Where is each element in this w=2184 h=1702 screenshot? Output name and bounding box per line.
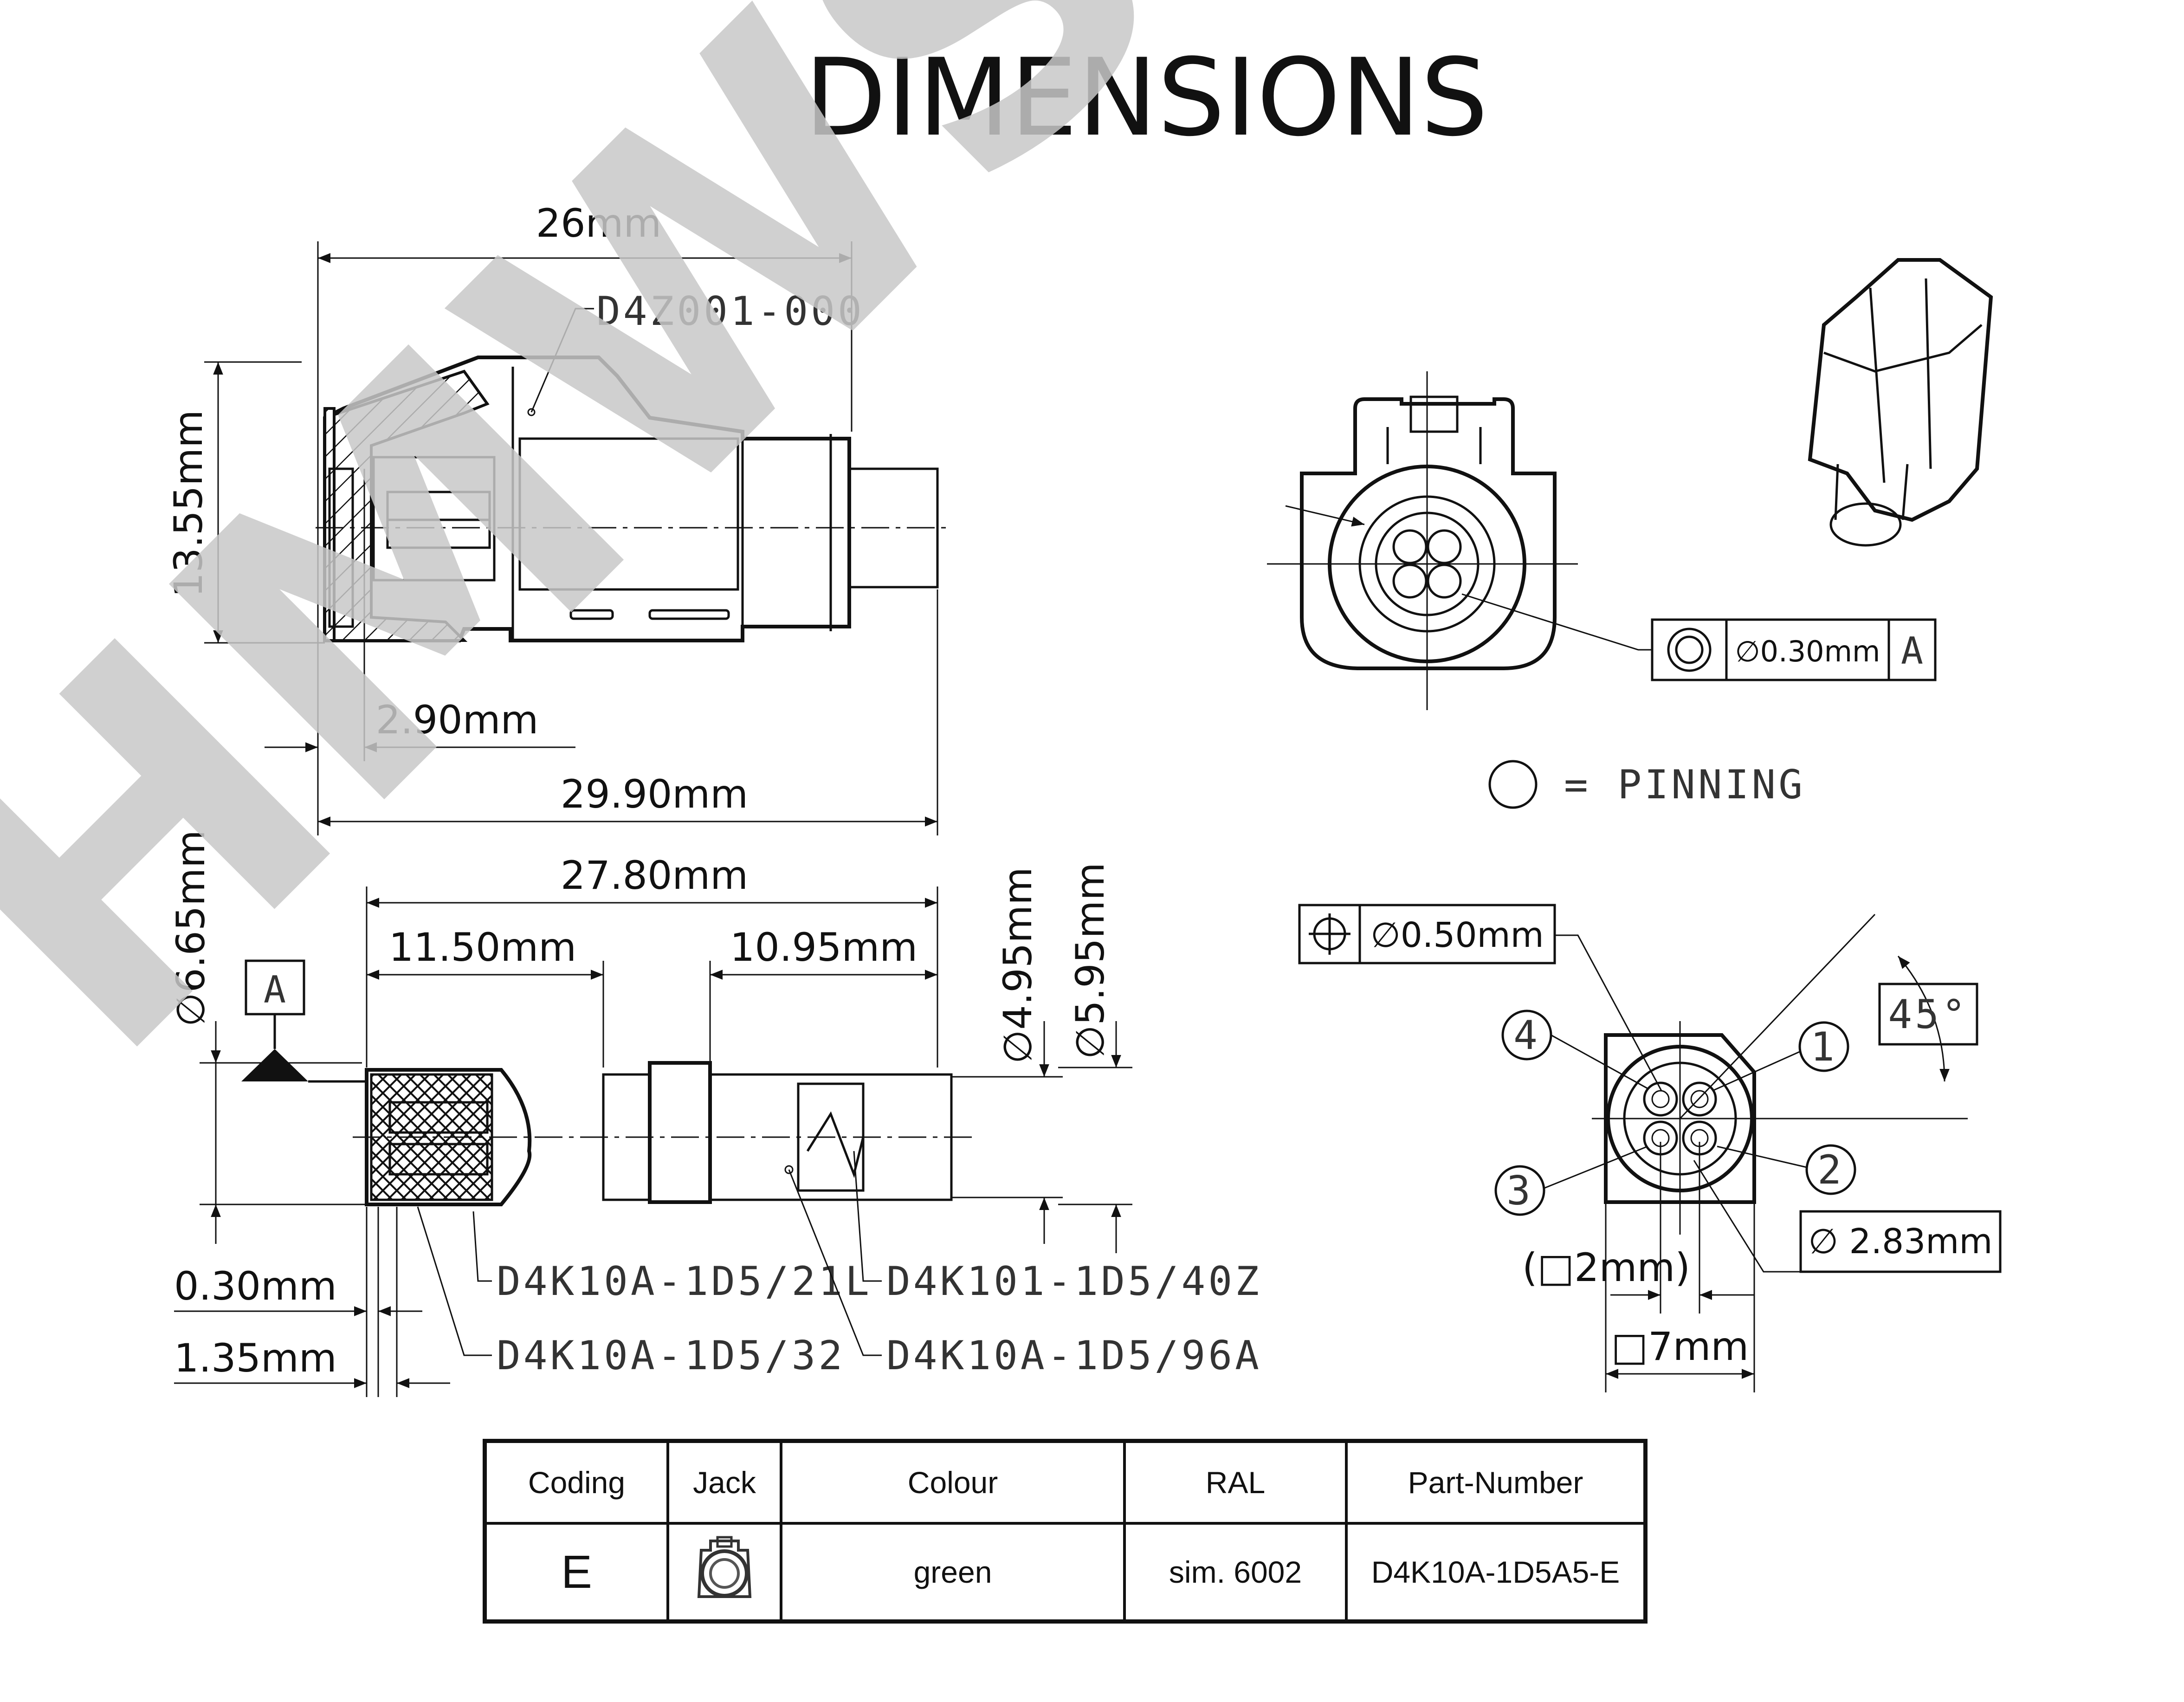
dim-13-55: 13.55mm [166,361,325,644]
dim-5-95: ∅5.95mm [1058,862,1132,1253]
side-view-contact [353,1061,975,1206]
dim-10-95: 10.95mm [709,925,937,1063]
pinning-legend: = PINNING [1488,760,1805,809]
concentricity-value: ∅0.30mm [1735,634,1880,668]
header-jack: Jack [666,1439,782,1525]
dim-6-65: ∅6.65mm [168,830,367,1244]
dim-square-2: (□2mm) [1522,1142,1754,1314]
concentricity-frame: ∅0.30mm A [1651,618,1937,681]
datum-a-label: A [264,968,286,1011]
front-view [1267,371,1652,710]
dim-square-7: □7mm [1605,1202,1755,1392]
dim-11-50: 11.50mm [367,925,604,1068]
pin-layout [1592,913,1968,1235]
dim-6-65-label: ∅6.65mm [168,830,213,1027]
pin-4-label: 4 [1513,1012,1540,1059]
dim-2-90-label: 2.90mm [376,697,539,743]
housing-leader: D4Z001-000 [530,288,865,413]
header-part-number: Part-Number [1345,1439,1647,1525]
header-ral: RAL [1123,1439,1348,1525]
position-frame: ∅0.50mm [1298,904,1662,1091]
dim-29-90: 29.90mm [317,589,938,835]
dim-1-35: 1.35mm [174,1207,450,1397]
page-title: DIMENSIONS [804,36,1488,160]
cell-ral: sim. 6002 [1123,1522,1348,1623]
dim-13-55-label: 13.55mm [166,410,211,597]
pin-3-label: 3 [1506,1168,1533,1214]
table-header-row: Coding Jack Colour RAL Part-Number [483,1439,1647,1525]
dim-0-30-label: 0.30mm [174,1263,337,1309]
cell-coding: E [483,1522,669,1623]
dim-0-30: 0.30mm [174,1207,422,1397]
side-view-housing [316,356,951,642]
cell-colour: green [780,1522,1126,1623]
dim-2-83: ∅ 2.83mm [1693,1160,2002,1273]
pin-2-label: 2 [1817,1147,1844,1193]
dim-square-7-label: □7mm [1611,1324,1749,1369]
datum-a: A [241,959,367,1083]
part-40z-label: D4K101-1D5/40Z [886,1258,1262,1305]
dim-1-35-label: 1.35mm [174,1335,337,1381]
header-coding: Coding [483,1439,669,1525]
dim-5-95-label: ∅5.95mm [1067,862,1113,1059]
dim-2-83-label: ∅ 2.83mm [1809,1222,1993,1262]
cell-jack [666,1522,782,1623]
coding-table: Coding Jack Colour RAL Part-Number E gre… [483,1439,1648,1624]
dim-4-95-label: ∅4.95mm [995,867,1040,1064]
dim-27-80-label: 27.80mm [561,853,748,898]
isometric-view [1808,258,1993,547]
dim-10-95-label: 10.95mm [730,925,918,970]
contact-part-leaders: D4K10A-1D5/21L D4K10A-1D5/32 D4K101-1D5/… [417,1151,1262,1379]
part-21l-label: D4K10A-1D5/21L [497,1258,872,1305]
dim-2-90: 2.90mm [265,469,575,761]
angle-45: 45° [1878,983,1978,1046]
pin-number-labels: 1 2 3 4 [1494,1010,1856,1216]
jack-icon [697,1536,752,1598]
angle-45-label: 45° [1888,991,1968,1038]
concentricity-datum: A [1901,629,1923,673]
position-value: ∅0.50mm [1370,915,1544,955]
part-32-label: D4K10A-1D5/32 [497,1333,845,1379]
dim-29-90-label: 29.90mm [561,771,748,817]
dim-26-label: 26mm [536,201,662,246]
pinning-legend-label: = PINNING [1564,762,1805,808]
cell-part-number: D4K10A-1D5A5-E [1345,1522,1647,1623]
dim-11-50-label: 11.50mm [389,925,576,970]
part-96a-label: D4K10A-1D5/96A [886,1333,1262,1379]
dim-4-95: ∅4.95mm [951,867,1063,1244]
pin-1-label: 1 [1810,1024,1837,1070]
housing-part-label: D4Z001-000 [596,288,865,335]
header-colour: Colour [780,1439,1126,1525]
dim-26: 26mm [317,201,853,631]
table-row: E green sim. 6002 D4K10A-1D5A5-E [483,1522,1647,1623]
